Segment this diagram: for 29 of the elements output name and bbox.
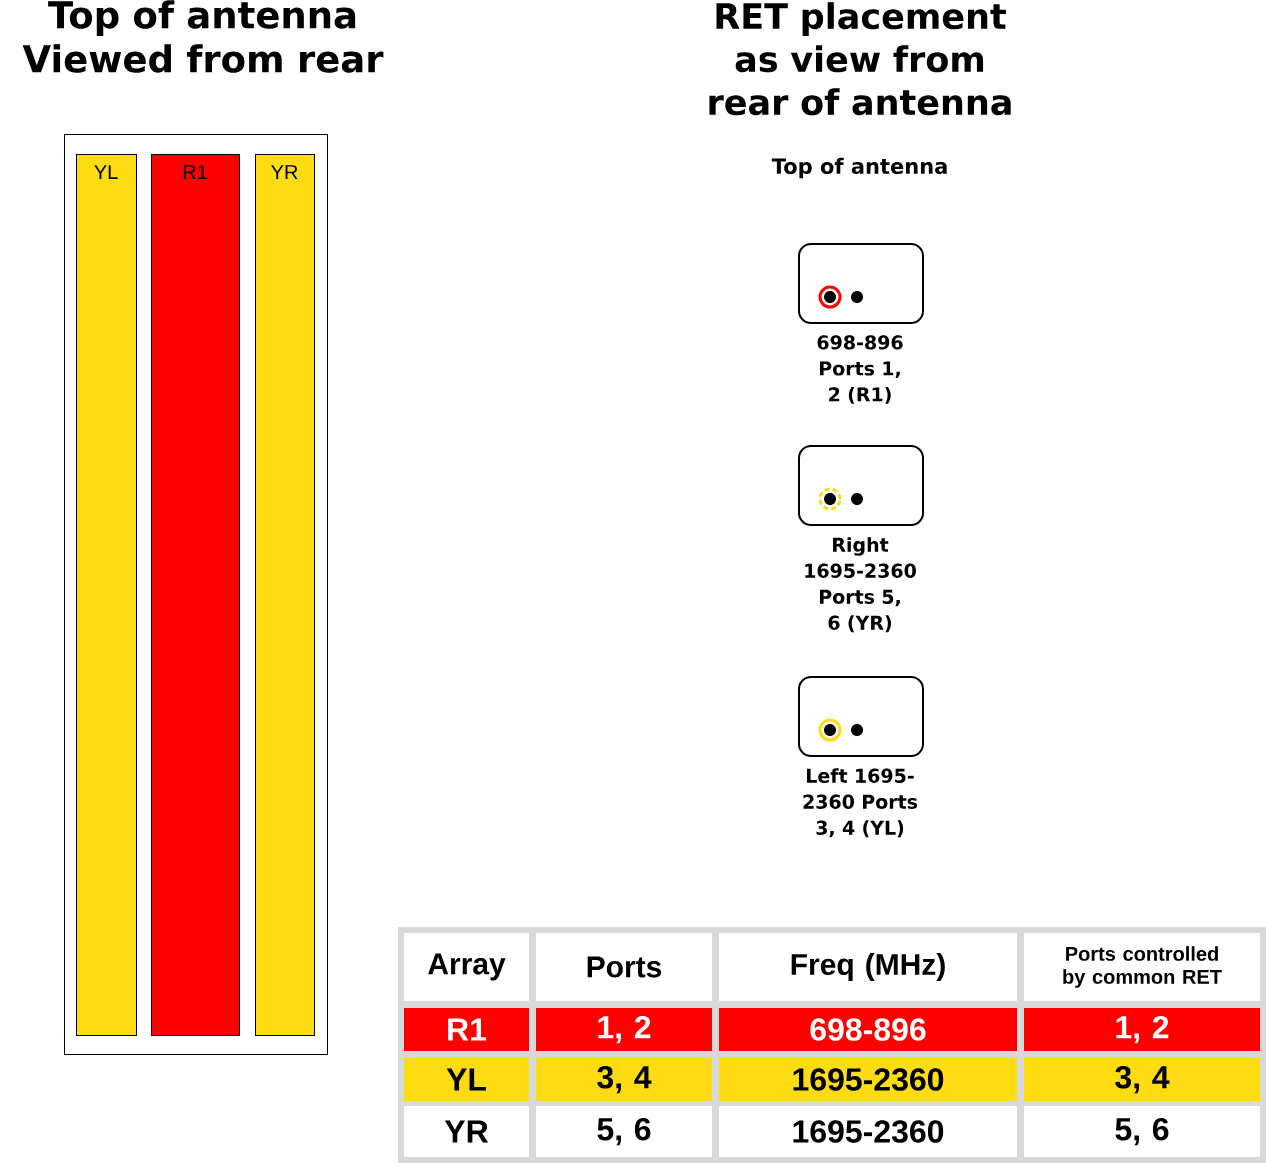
table-cell: YL bbox=[404, 1058, 529, 1101]
table-cell: Array bbox=[404, 933, 529, 1001]
table-cell: 3, 4 bbox=[1024, 1058, 1260, 1101]
antenna-frame bbox=[64, 134, 328, 1055]
table-cell: 5, 6 bbox=[1024, 1106, 1260, 1157]
table-cell: YR bbox=[404, 1106, 529, 1157]
antenna-array: R1 bbox=[151, 154, 240, 1036]
ret-label: Left 1695-2360 Ports 3, 4 (YL) bbox=[803, 768, 918, 838]
antenna-array: YR bbox=[255, 154, 315, 1036]
table-cell: 1, 2 bbox=[1024, 1008, 1260, 1051]
table-cell: 3, 4 bbox=[536, 1058, 712, 1101]
ret-box bbox=[798, 445, 924, 526]
heading: Top of antenna Viewed from rear bbox=[22, 0, 384, 73]
table-cell: Ports bbox=[536, 933, 712, 1001]
ret-box bbox=[798, 243, 924, 324]
antenna-array: YL bbox=[76, 154, 137, 1036]
table-cell: 698-896 bbox=[719, 1008, 1017, 1051]
table-cell: Ports controlled by common RET bbox=[1024, 933, 1260, 1001]
heading: RET placement as view from rear of antenna bbox=[709, 2, 1011, 116]
ret-label: 698-896 Ports 1, 2 (R1) bbox=[817, 335, 903, 404]
table-cell: R1 bbox=[404, 1008, 529, 1051]
ret-label: Right 1695-2360 Ports 5, 6 (YR) bbox=[805, 537, 916, 633]
table-cell: 1, 2 bbox=[536, 1008, 712, 1051]
subheading: Top of antenna bbox=[771, 157, 947, 179]
table-cell: Freq (MHz) bbox=[719, 933, 1017, 1001]
table-cell: 1695-2360 bbox=[719, 1106, 1017, 1157]
table-cell: 1695-2360 bbox=[719, 1058, 1017, 1101]
ret-box bbox=[798, 676, 924, 757]
table-cell: 5, 6 bbox=[536, 1106, 712, 1157]
